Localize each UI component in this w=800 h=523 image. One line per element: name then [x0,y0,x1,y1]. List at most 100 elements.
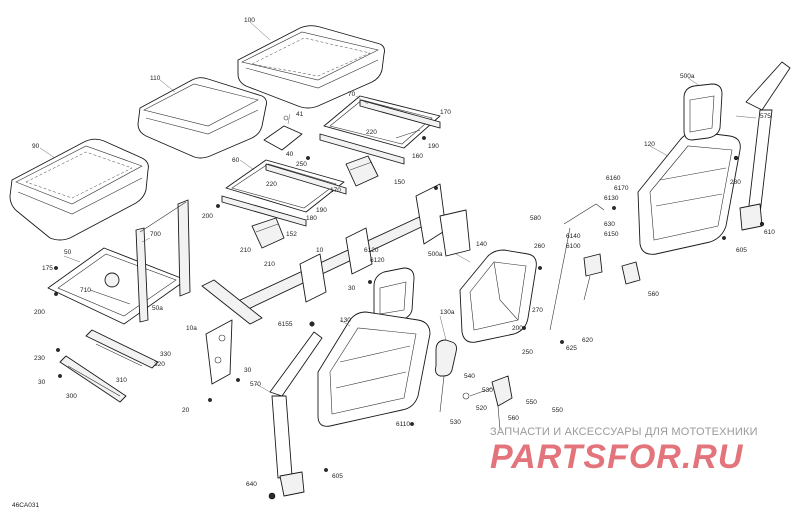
buckle-130a [435,339,457,413]
part-label: 550 [526,399,537,406]
headrest-500a [683,83,723,141]
part-label: 40 [286,151,294,158]
part-label: 30 [348,285,356,292]
part-label: 6155 [278,321,293,328]
part-label: 20 [182,407,190,414]
part-label: 640 [246,481,257,488]
svg-text:PARTSFOR.RU: PARTSFOR.RU [490,438,744,476]
buckle-560 [621,261,641,285]
part-label: 540 [464,373,475,380]
watermark-text: ЗАПЧАСТИ И АКСЕССУАРЫ ДЛЯ МОТОТЕХНИКИ [490,426,758,438]
part-label: 70 [348,91,356,98]
part-label: 200 [202,213,213,220]
part-label: 41 [296,111,304,118]
part-label: 140 [476,241,487,248]
part-label: 190 [428,143,439,150]
part-label: 270 [532,307,543,314]
part-label: 6120 [370,257,385,264]
part-label: 310 [116,377,127,384]
part-label: 152 [286,231,297,238]
part-label: 710 [80,287,91,294]
part-label: 175 [42,265,53,272]
part-label: 50a [152,305,163,312]
part-label: 6120 [364,247,379,254]
part-label: 120 [644,141,655,148]
part-label: 610 [764,229,775,236]
leader-lines [39,21,757,393]
seat-frame-60 [221,159,347,227]
plate-40 [263,115,303,151]
part-label: 580 [530,215,541,222]
part-label: 330 [160,351,171,358]
diagram-code: 46CA031 [12,502,40,509]
seat-cushion-100 [237,25,385,109]
part-label: 220 [366,129,377,136]
part-label: 605 [332,473,343,480]
part-label: 150 [394,179,405,186]
part-label: 6140 [566,233,581,240]
part-label: 625 [566,345,577,352]
part-label: 560 [508,415,519,422]
part-label: 520 [476,405,487,412]
watermark-logo-graphic: PARTSFOR.RU [490,438,744,476]
seat-cushion-90 [9,138,149,241]
part-label: 500a [680,73,695,80]
part-label: 190 [316,207,327,214]
part-label: 6100 [566,243,581,250]
part-label: 570 [250,381,261,388]
buckle-550 [462,375,513,431]
part-label: 160 [412,153,423,160]
backrest-140 [459,249,537,343]
latch-150 [345,155,379,187]
part-label: 620 [582,337,593,344]
part-label: 500a [428,251,443,258]
part-label: 230 [34,355,45,362]
part-label: 530 [482,387,493,394]
seat-belt-570 [268,331,323,500]
part-label: 10a [186,325,197,332]
part-label: 180 [306,215,317,222]
part-label: 260 [534,243,545,250]
part-label: 6170 [614,185,629,192]
part-label: 50 [64,249,72,256]
part-label: 170 [330,187,341,194]
part-label: 250 [296,161,307,168]
part-labels: 100 110 90 41 40 250 70 170 220 190 160 … [32,17,775,488]
part-label: 200 [512,325,523,332]
seat-belt-580 [549,203,605,331]
slide-rail-320 [85,329,159,369]
part-label: 210 [264,261,275,268]
part-label: 6150 [604,231,619,238]
part-label: 30 [244,367,252,374]
part-label: 220 [266,181,277,188]
part-label: 530 [450,419,461,426]
part-label: 6160 [606,175,621,182]
part-label: 60 [232,157,240,164]
part-label: 575 [760,113,771,120]
watermark-logo: PARTSFOR.RU [488,436,788,481]
part-label: 110 [150,75,161,82]
seat-cushion-110 [137,77,267,159]
seat-base-frame-700 [47,199,191,325]
part-label: 300 [66,393,77,400]
backrest-120 [637,131,741,255]
latch-152 [251,217,285,249]
part-label: 100 [244,17,255,24]
part-label: 170 [440,109,451,116]
part-label: 280 [730,179,741,186]
backrest-130 [317,311,431,427]
part-label: 550 [552,407,563,414]
bracket-10a [201,279,263,385]
part-label: 30 [38,379,46,386]
part-label: 320 [154,361,165,368]
part-label: 10 [316,247,324,254]
slide-rail-300 [59,355,127,403]
part-label: 210 [240,247,251,254]
part-label: 250 [522,349,533,356]
hardware [54,136,765,472]
part-label: 200 [34,309,45,316]
part-label: 130a [440,309,455,316]
part-label: 560 [648,291,659,298]
